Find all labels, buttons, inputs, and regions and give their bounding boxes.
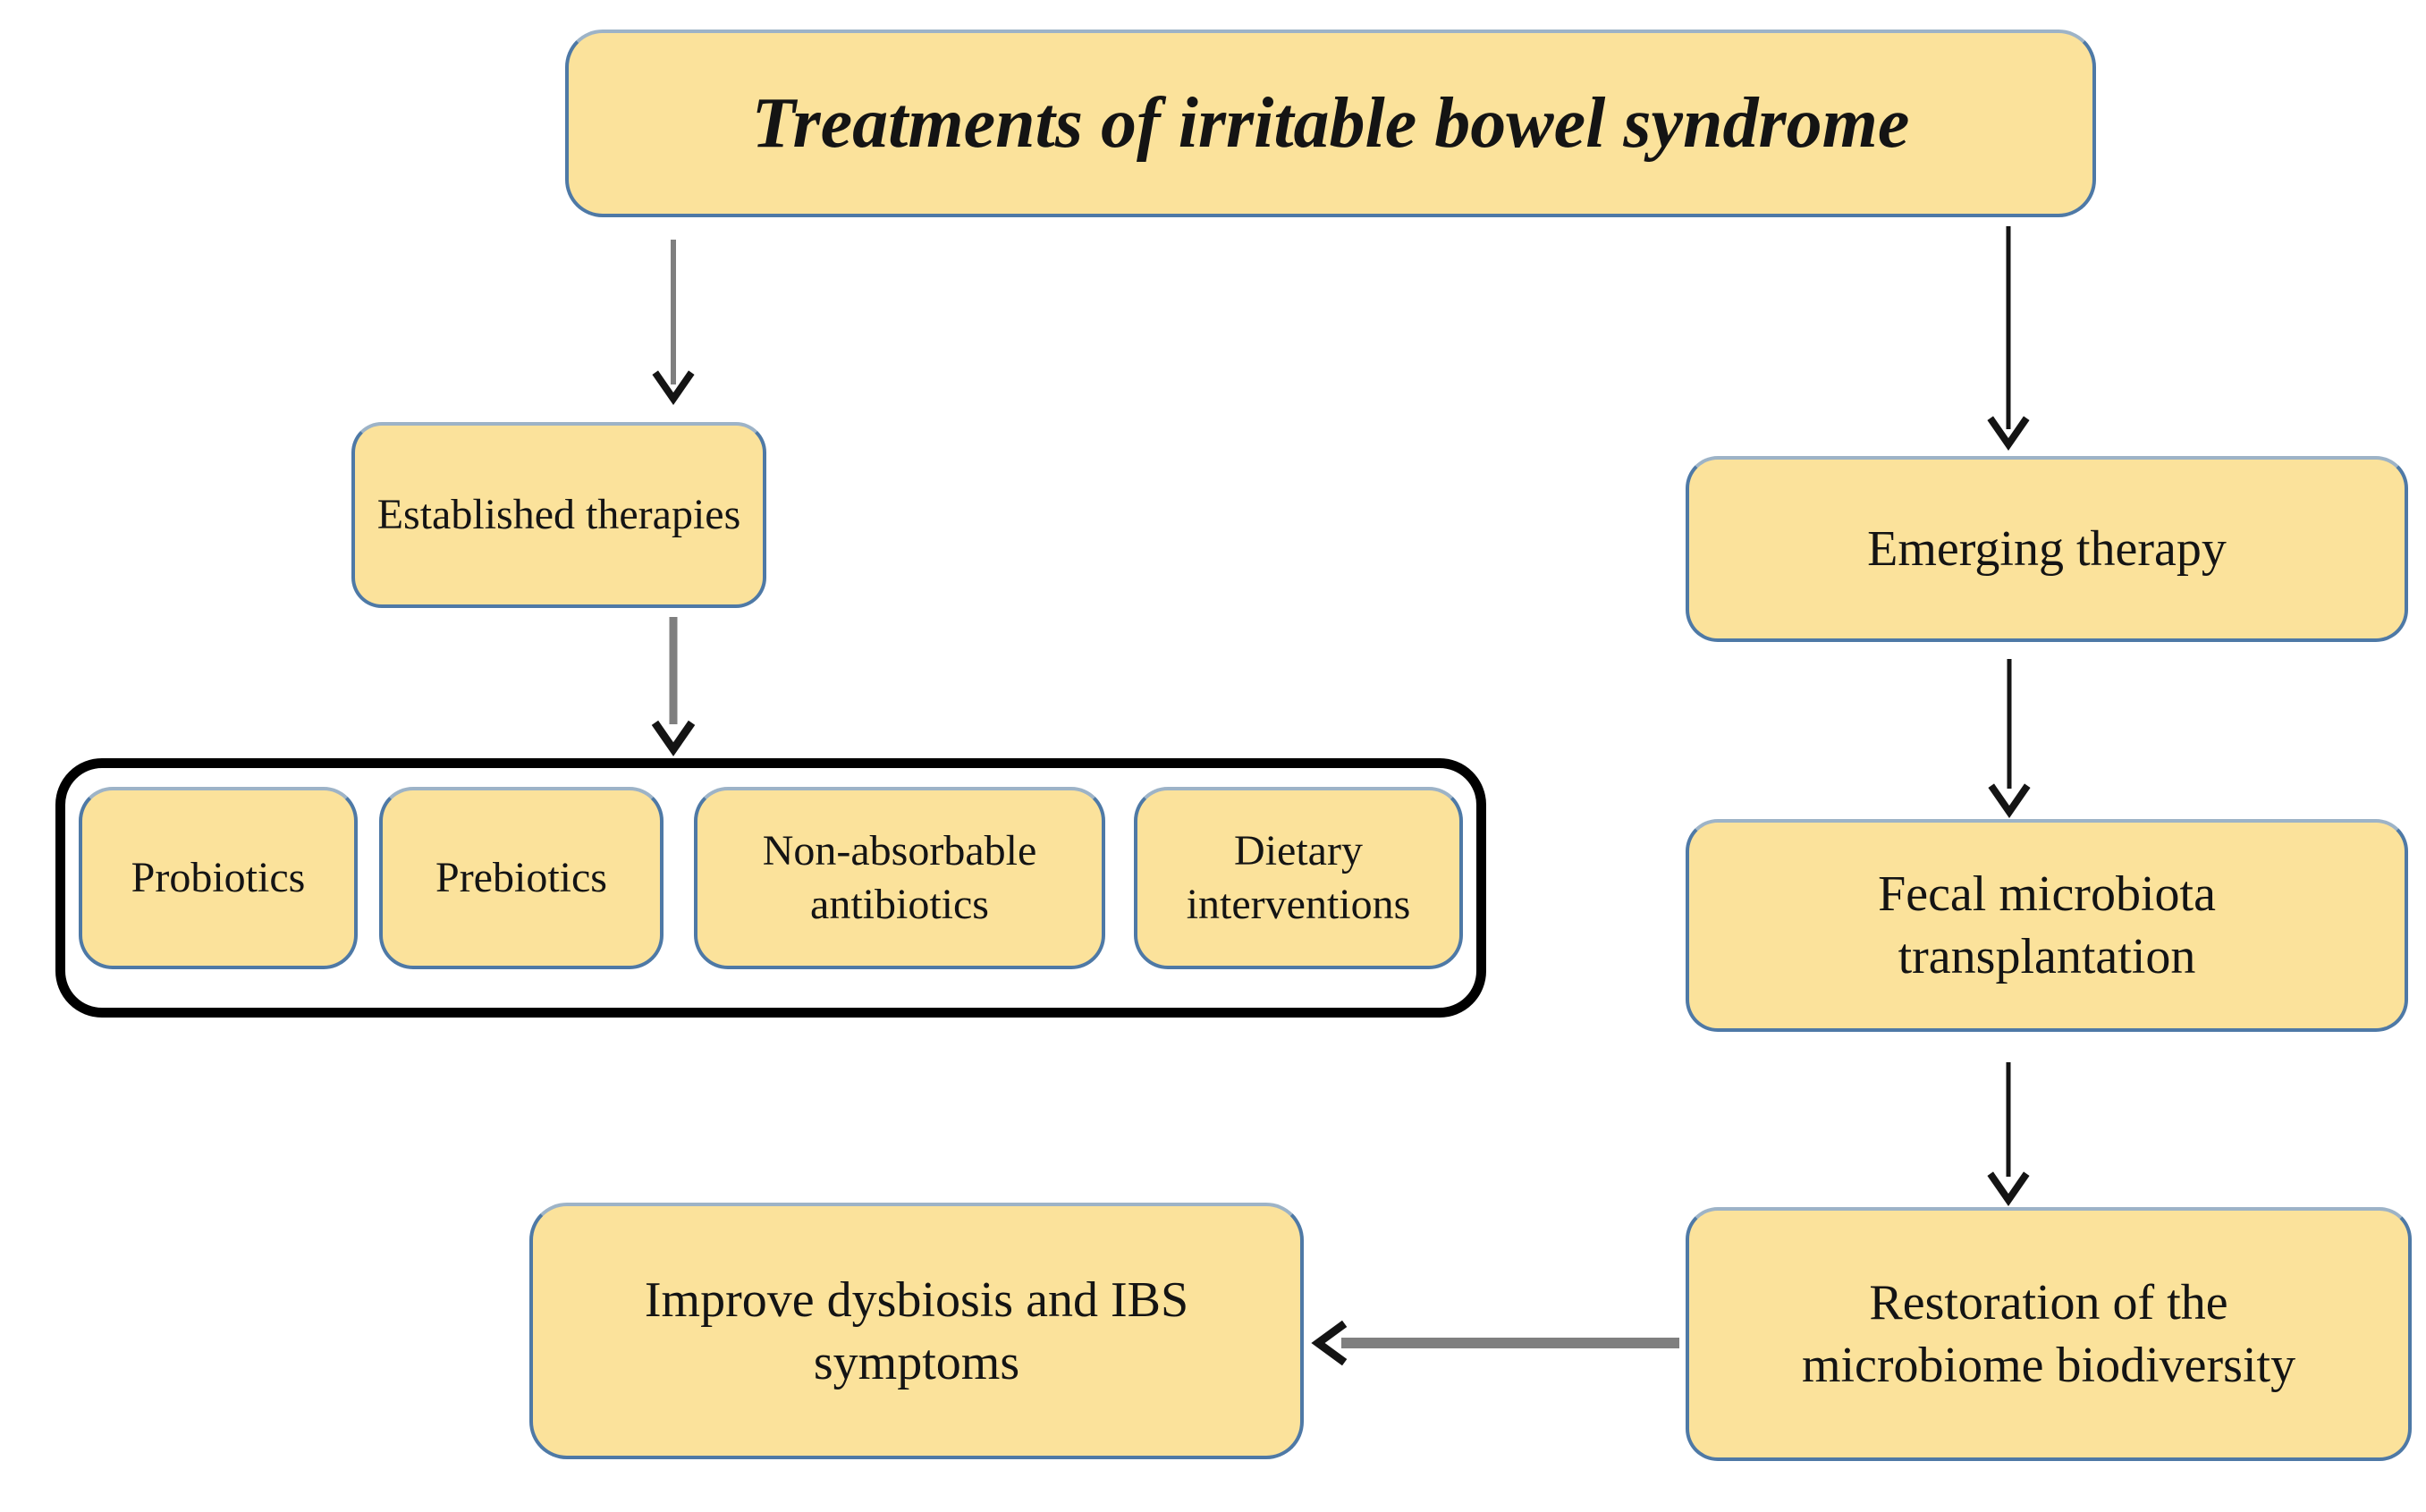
node-non-absorbable-antibiotics: Non-absorbable antibiotics	[694, 787, 1105, 969]
node-fecal-microbiota-transplantation: Fecal microbiota transplantation	[1686, 819, 2408, 1032]
arrow-established-to-group	[651, 617, 696, 756]
diagram-title: Treatments of irritable bowel syndrome	[751, 84, 1910, 163]
title-box: Treatments of irritable bowel syndrome	[565, 30, 2096, 217]
arrow-title-to-emerging	[1987, 226, 2030, 452]
arrow-restoration-to-improve	[1311, 1320, 1679, 1366]
arrow-title-to-established	[652, 240, 695, 406]
arrow-fecal-to-restoration	[1987, 1062, 2030, 1207]
node-probiotics: Probiotics	[79, 787, 358, 969]
node-established-therapies: Established therapies	[351, 422, 766, 608]
node-improve-dysbiosis-ibs-symptoms: Improve dysbiosis and IBS symptoms	[529, 1203, 1304, 1459]
node-dietary-interventions: Dietary interventions	[1134, 787, 1463, 969]
node-prebiotics: Prebiotics	[379, 787, 664, 969]
node-emerging-therapy: Emerging therapy	[1686, 456, 2408, 642]
node-restoration-microbiome-biodiversity: Restoration of the microbiome biodiversi…	[1686, 1207, 2412, 1461]
arrow-emerging-to-fecal	[1988, 659, 2031, 819]
